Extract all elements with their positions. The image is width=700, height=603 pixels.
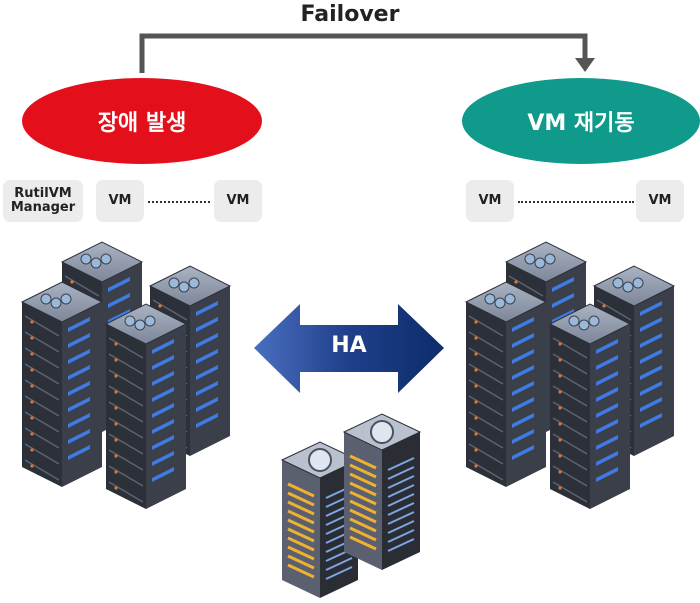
vm-restart-state: VM 재기동 [462, 78, 700, 164]
storage-server-icon [280, 413, 422, 598]
vm-box: VM [96, 180, 144, 222]
vm-label: VM [478, 193, 502, 208]
failover-line [139, 33, 588, 73]
vm-link-dotted [518, 201, 634, 203]
ha-label: HA [331, 333, 367, 358]
diagram-title: Failover [300, 2, 400, 27]
fault-occurred-state: 장애 발생 [22, 78, 262, 164]
server-cluster-icon [20, 241, 232, 509]
rutilvm-manager-box: RutilVM Manager [3, 180, 83, 222]
ha-arrow [254, 304, 444, 393]
vm-box: VM [214, 180, 262, 222]
vm-label: VM [108, 193, 132, 208]
vm-restart-label: VM 재기동 [527, 111, 635, 136]
vm-link-dotted [148, 201, 210, 203]
server-cluster-icon [464, 241, 676, 509]
failover-arrowhead [575, 58, 595, 72]
vm-box: VM [636, 180, 684, 222]
fault-occurred-label: 장애 발생 [97, 111, 187, 136]
vm-label: VM [226, 193, 250, 208]
vm-box: VM [466, 180, 514, 222]
rutilvm-manager-label: RutilVM Manager [10, 186, 76, 215]
vm-label: VM [648, 193, 672, 208]
